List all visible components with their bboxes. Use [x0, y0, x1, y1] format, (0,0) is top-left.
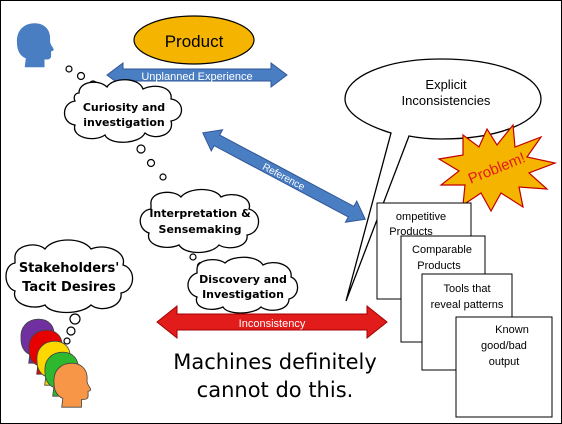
curiosity-cloud: Curiosity and investigation [63, 79, 183, 143]
interpretation-line-1: Interpretation & [149, 207, 251, 220]
document-stack: ompetitive Products Comparable Products … [376, 202, 553, 418]
discovery-line-2: Investigation [202, 288, 284, 301]
discovery-line-1: Discovery and [199, 273, 287, 286]
bubble-line-1: Explicit [425, 77, 467, 92]
machines-line-2: cannot do this. [197, 378, 354, 402]
stakeholder-head-5-icon [53, 362, 92, 408]
stakeholder-thought-dots [63, 313, 81, 345]
curiosity-line-1: Curiosity and [83, 101, 165, 114]
stakeholders-line-2: Tacit Desires [22, 280, 116, 295]
document-known: Known good/bad output [455, 316, 553, 418]
problem-burst: Problem! [437, 123, 558, 213]
product-label: Product [165, 32, 224, 51]
inconsistency-arrow: Inconsistency [156, 304, 388, 340]
explicit-inconsistencies-bubble: Explicit Inconsistencies [344, 58, 542, 302]
unplanned-experience-label: Unplanned Experience [141, 71, 252, 83]
interpretation-cloud: Interpretation & Sensemaking [139, 188, 260, 254]
machines-line-1: Machines definitely [173, 350, 377, 374]
discovery-cloud: Discovery and Investigation [187, 256, 299, 314]
interpretation-line-2: Sensemaking [159, 223, 242, 236]
stakeholders-line-1: Stakeholders' [19, 261, 119, 276]
doc2-line-2: Products [417, 260, 461, 272]
machines-statement: Machines definitely cannot do this. [173, 350, 377, 402]
bubble-line-2: Inconsistencies [402, 93, 491, 108]
doc1-line-2: Products [389, 226, 433, 238]
thinker-head-icon [16, 23, 54, 68]
curiosity-line-2: investigation [83, 116, 165, 129]
unplanned-experience-arrow: Unplanned Experience [106, 62, 288, 88]
connector-dots-1 [136, 144, 167, 181]
doc4-line-1: Known [495, 324, 529, 336]
stakeholder-heads-icon [20, 318, 92, 408]
doc1-line-1: ompetitive [396, 211, 446, 223]
doc2-line-1: Comparable [412, 244, 472, 256]
product-node: Product [133, 15, 255, 65]
doc4-line-2: good/bad [481, 340, 527, 352]
inconsistency-label: Inconsistency [239, 318, 306, 330]
doc4-line-3: output [489, 356, 520, 368]
doc3-line-1: Tools that [443, 283, 490, 295]
stakeholders-cloud: Stakeholders' Tacit Desires [5, 239, 134, 314]
doc3-line-2: reveal patterns [431, 299, 504, 311]
